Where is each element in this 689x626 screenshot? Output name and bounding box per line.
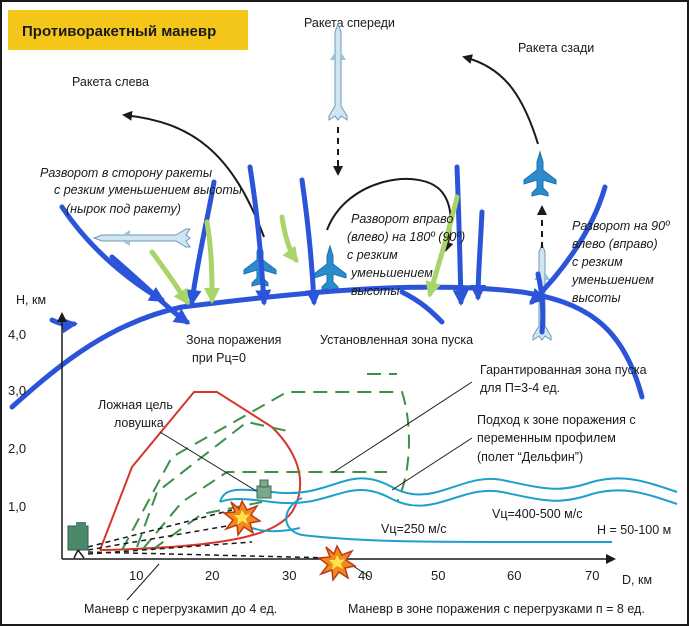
launch-zones [121, 373, 410, 551]
svg-text:для П=3-4 ед.: для П=3-4 ед. [480, 381, 560, 395]
label-rocket-left: Ракета слева [72, 75, 149, 89]
decoy-flare-icon [256, 479, 272, 499]
svg-text:Ложная цель: Ложная цель [98, 398, 173, 412]
svg-text:Зона поражения: Зона поражения [186, 333, 281, 347]
label-rocket-front: Ракета спереди [304, 16, 395, 30]
y-tick: 3,0 [8, 383, 26, 398]
x-tick: 30 [282, 568, 296, 583]
svg-text:Подход к зоне поражения с: Подход к зоне поражения с [477, 413, 636, 427]
y-tick: 1,0 [8, 499, 26, 514]
svg-text:Разворот на 90º: Разворот на 90º [572, 219, 671, 233]
explosion-icon-2 [318, 545, 356, 581]
y-tick: 2,0 [8, 441, 26, 456]
svg-text:с резким: с резким [347, 248, 398, 262]
label-kill-zone: Зона поражения при Рц=0 [186, 333, 281, 365]
x-tick: 20 [205, 568, 219, 583]
x-ticks: 10 20 30 40 50 60 70 [129, 568, 599, 583]
explosion-icon-1 [223, 500, 261, 536]
label-speed-250: Vц=250 м/с [381, 522, 446, 536]
svg-text:высоты: высоты [351, 284, 400, 298]
missile-left-icon [93, 228, 191, 248]
svg-text:уменьшением: уменьшением [571, 273, 654, 287]
x-tick: 60 [507, 568, 521, 583]
svg-text:при Рц=0: при Рц=0 [192, 351, 246, 365]
missile-front-icon [328, 23, 348, 121]
label-decoy: Ложная цель ловушка [98, 398, 173, 430]
approach-paths [219, 477, 678, 543]
jet-icon-2 [313, 245, 347, 291]
ground-radar-icon [67, 522, 89, 559]
label-set-launch-zone: Установленная зона пуска [320, 333, 473, 347]
svg-text:переменным профилем: переменным профилем [477, 431, 616, 445]
title-banner [8, 10, 248, 50]
svg-text:(нырок под ракету): (нырок под ракету) [66, 202, 181, 216]
svg-text:Разворот вправо: Разворот вправо [351, 212, 453, 226]
attack-lines [87, 509, 333, 559]
label-speed-400: Vц=400-500 м/с [492, 507, 582, 521]
arrow-turn-left [122, 110, 265, 238]
svg-text:влево (вправо): влево (вправо) [572, 237, 658, 251]
label-altitude: H = 50-100 м [597, 523, 671, 537]
maneuver-left-text: Разворот в сторону ракеты с резким умень… [40, 166, 242, 216]
x-axis-label: D, км [622, 573, 652, 587]
y-tick: 4,0 [8, 327, 26, 342]
x-tick: 50 [431, 568, 445, 583]
blue-arrows [59, 164, 608, 335]
maneuver-right-text: Разворот на 90º влево (вправо) с резким … [571, 219, 671, 305]
svg-text:высоты: высоты [572, 291, 621, 305]
label-overload-4: Маневр с перегрузкамип до 4 ед. [84, 602, 277, 616]
leader-lines [126, 381, 473, 601]
svg-text:Гарантированная зона пуска: Гарантированная зона пуска [480, 363, 647, 377]
label-approach: Подход к зоне поражения с переменным про… [477, 413, 636, 464]
svg-text:уменьшением: уменьшением [350, 266, 433, 280]
arrow-turn-rear [462, 54, 539, 145]
y-axis-label: H, км [16, 293, 46, 307]
svg-text:с резким: с резким [572, 255, 623, 269]
label-overload-8: Маневр в зоне поражения с перегрузками п… [348, 602, 645, 616]
kill-zone-boundary [99, 391, 302, 551]
label-guaranteed-zone: Гарантированная зона пуска для П=3-4 ед. [480, 363, 647, 395]
svg-text:(полет “Дельфин”): (полет “Дельфин”) [477, 450, 583, 464]
jet-icon-3 [523, 151, 557, 197]
x-tick: 70 [585, 568, 599, 583]
y-ticks: 4,0 3,0 2,0 1,0 [8, 327, 26, 514]
svg-text:(влево) на 180º (90º): (влево) на 180º (90º) [347, 230, 465, 244]
x-tick: 10 [129, 568, 143, 583]
blue-trajectory [9, 284, 645, 410]
maneuver-center-text: Разворот вправо (влево) на 180º (90º) с … [347, 212, 465, 298]
blue-axis-arrow [49, 317, 78, 334]
label-rocket-rear: Ракета сзади [518, 41, 594, 55]
green-arrows [149, 194, 460, 306]
svg-text:Разворот в сторону ракеты: Разворот в сторону ракеты [40, 166, 212, 180]
svg-text:с резким уменьшением высоты: с резким уменьшением высоты [54, 183, 242, 197]
svg-text:ловушка: ловушка [114, 416, 164, 430]
page-title: Противоракетный маневр [22, 23, 216, 40]
